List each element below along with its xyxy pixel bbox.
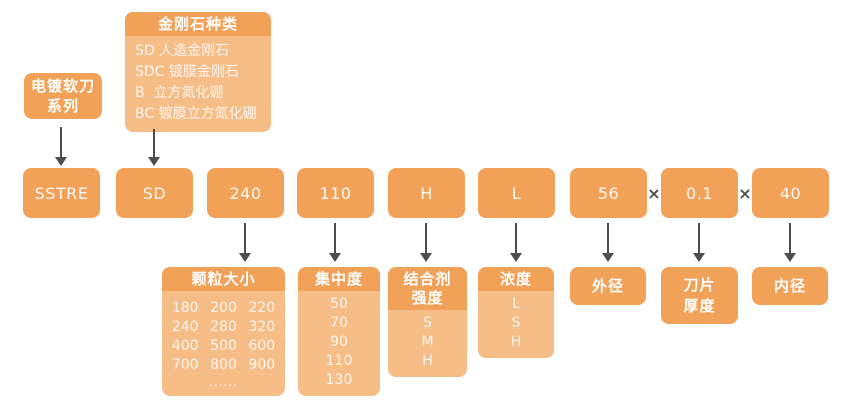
code-outer-diameter: 56 (597, 183, 620, 203)
diamond-type-item: SD 人造金刚石 (135, 43, 230, 59)
diamond-types-header: 金刚石种类 (125, 12, 271, 36)
concentration-panel: 集中度 50 70 90 110 130 (298, 267, 380, 396)
concentration-value: 50 (330, 296, 348, 312)
code-box-concentration: 110 (297, 168, 374, 218)
concentration-value: 90 (330, 334, 348, 350)
bond-strength-header-line1: 结合剂 (403, 270, 452, 288)
grit-value: 240 (171, 319, 199, 335)
code-box-density: L (478, 168, 555, 218)
density-value: H (510, 334, 522, 350)
blade-thickness-label-line2: 厚度 (683, 296, 716, 315)
outer-diameter-box: 外径 (570, 267, 646, 305)
down-arrow (329, 223, 341, 262)
density-value: L (512, 296, 520, 312)
bond-strength-values: S M H (388, 310, 467, 377)
concentration-value: 70 (330, 315, 348, 331)
down-arrow (693, 223, 705, 262)
density-header: 浓度 (478, 267, 554, 291)
particle-size-panel: 颗粒大小 180 200 220 240 280 320 400 500 600… (162, 267, 285, 396)
code-diamond-type: SD (142, 183, 167, 203)
diamond-type-item: SDC 镀膜金刚石 (135, 64, 239, 80)
bond-strength-value: H (422, 353, 433, 369)
bond-strength-header-line2: 强度 (411, 289, 444, 307)
code-box-diamond-type: SD (116, 168, 193, 218)
code-series: SSTRE (34, 183, 89, 203)
down-arrow (420, 223, 432, 262)
series-label-line2: 系列 (46, 97, 79, 115)
down-arrow (602, 223, 614, 262)
code-thickness: 0.1 (686, 183, 713, 203)
density-value: S (511, 315, 521, 331)
grit-value: 400 (171, 338, 199, 354)
code-concentration: 110 (319, 183, 352, 203)
concentration-value: 110 (325, 353, 353, 369)
concentration-header: 集中度 (298, 267, 380, 291)
series-label-box: 电镀软刀 系列 (24, 73, 102, 119)
code-box-bond-strength: H (388, 168, 465, 218)
code-bond-strength: H (420, 183, 433, 203)
down-arrow (148, 129, 160, 166)
code-density: L (511, 183, 522, 203)
down-arrow (239, 223, 251, 262)
grit-value: 800 (210, 357, 237, 373)
density-panel: 浓度 L S H (478, 267, 554, 358)
diamond-type-item: B 立方氮化硼 (135, 85, 224, 101)
grit-value: 280 (210, 319, 237, 335)
density-values: L S H (478, 291, 554, 358)
code-box-inner-diameter: 40 (752, 168, 829, 218)
outer-diameter-label: 外径 (591, 276, 624, 295)
grit-value: 900 (248, 357, 276, 373)
down-arrow (510, 223, 522, 262)
concentration-values: 50 70 90 110 130 (298, 291, 380, 396)
series-label-line1: 电镀软刀 (30, 76, 95, 95)
blade-thickness-box: 刀片 厚度 (661, 267, 738, 324)
grit-value: 700 (171, 357, 199, 373)
more-values-ellipsis: ...... (209, 375, 238, 389)
bond-strength-value: S (423, 315, 432, 331)
code-box-grit: 240 (207, 168, 284, 218)
multiply-sign: × (738, 183, 752, 203)
grit-value: 220 (248, 300, 276, 316)
grit-value: 200 (210, 300, 237, 316)
bond-strength-header: 结合剂 强度 (388, 267, 467, 310)
inner-diameter-box: 内径 (752, 267, 828, 305)
down-arrow (784, 223, 796, 262)
code-grit: 240 (229, 183, 262, 203)
bond-strength-panel: 结合剂 强度 S M H (388, 267, 467, 377)
inner-diameter-label: 内径 (773, 276, 806, 295)
diamond-types-panel: 金刚石种类 SD 人造金刚石 SDC 镀膜金刚石 B 立方氮化硼 BC 镀膜立方… (125, 12, 271, 132)
concentration-value: 130 (325, 372, 353, 388)
diamond-types-list: SD 人造金刚石 SDC 镀膜金刚石 B 立方氮化硼 BC 镀膜立方氮化硼 (125, 36, 271, 132)
grit-value: 180 (171, 300, 199, 316)
code-box-series: SSTRE (23, 168, 100, 218)
code-box-thickness: 0.1 (661, 168, 738, 218)
diamond-type-item: BC 镀膜立方氮化硼 (135, 106, 257, 122)
down-arrow (55, 127, 67, 166)
grit-value: 600 (248, 338, 276, 354)
particle-size-header: 颗粒大小 (162, 267, 285, 291)
grit-value: 500 (210, 338, 237, 354)
particle-size-values: 180 200 220 240 280 320 400 500 600 700 … (162, 291, 285, 396)
bond-strength-value: M (421, 334, 434, 350)
grit-value: 320 (248, 319, 276, 335)
particle-size-grid: 180 200 220 240 280 320 400 500 600 700 … (162, 295, 285, 375)
blade-thickness-label-line1: 刀片 (683, 276, 716, 295)
code-inner-diameter: 40 (779, 183, 802, 203)
multiply-sign: × (647, 183, 661, 203)
code-box-outer-diameter: 56 (570, 168, 647, 218)
